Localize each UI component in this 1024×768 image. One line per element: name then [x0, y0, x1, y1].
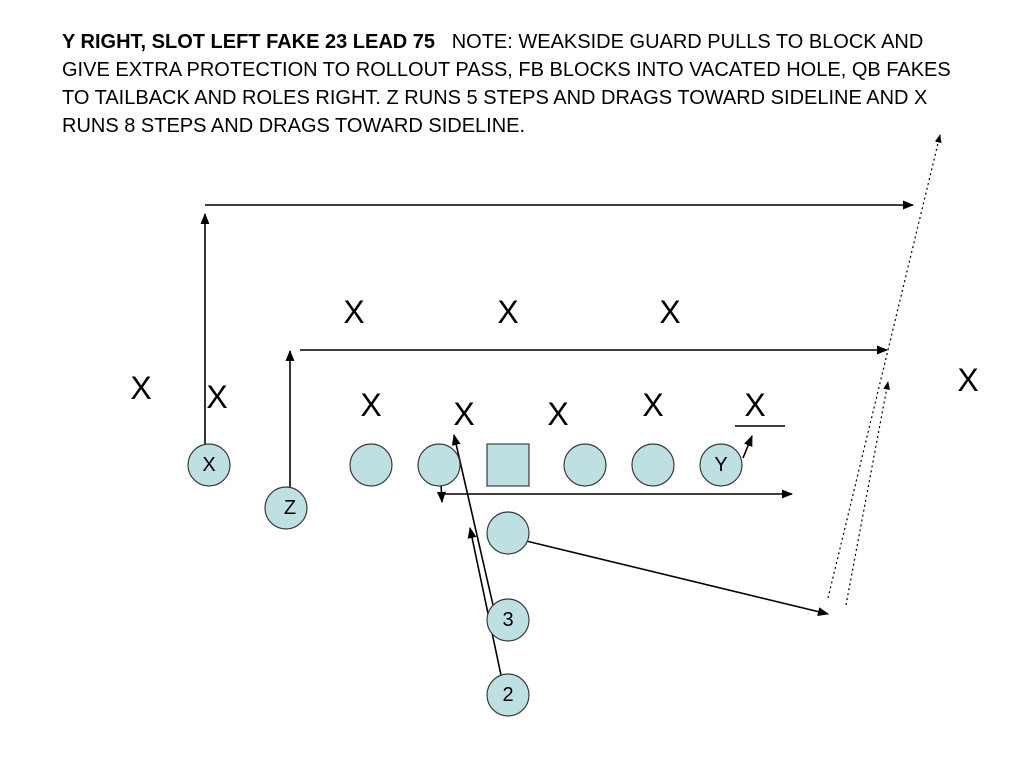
- left-tackle: [349, 443, 393, 487]
- fullback: [486, 598, 530, 642]
- right-guard: [563, 443, 607, 487]
- play-note: NOTE: WEAKSIDE GUARD PULLS TO BLOCK AND …: [62, 31, 951, 137]
- y-block-route: [742, 434, 753, 459]
- tailback-label: 2: [502, 684, 513, 706]
- x-receiver-label: X: [202, 454, 215, 476]
- y-end-label: Y: [714, 454, 727, 476]
- z-receiver-label: Z: [284, 497, 296, 519]
- center: [486, 443, 530, 487]
- defender-mark: X: [206, 379, 227, 415]
- x-receiver: [187, 443, 231, 487]
- tailback: [486, 673, 530, 717]
- left-guard: [417, 443, 461, 487]
- routes: [200, 134, 942, 681]
- qb-rollout-route: [521, 539, 830, 616]
- defender-mark: X: [957, 362, 978, 398]
- fullback-label: 3: [502, 609, 513, 631]
- defense: X X X X X X X X X X X: [130, 294, 978, 432]
- pass-option-z: [845, 381, 890, 606]
- defender-mark: X: [659, 294, 680, 330]
- pass-option-x: [827, 134, 942, 599]
- tailback-fake-route: [467, 526, 503, 681]
- quarterback: [486, 511, 530, 555]
- defender-mark: X: [360, 387, 381, 423]
- defender-mark: X: [547, 396, 568, 432]
- defender-mark: X: [130, 370, 151, 406]
- z-receiver: [264, 486, 308, 530]
- right-tackle: [631, 443, 675, 487]
- defender-mark: X: [343, 294, 364, 330]
- defender-mark: X: [497, 294, 518, 330]
- defender-mark: X: [453, 396, 474, 432]
- defender-mark: X: [642, 387, 663, 423]
- y-end: [699, 443, 743, 487]
- defender-mark: X: [744, 387, 765, 423]
- play-title: Y RIGHT, SLOT LEFT FAKE 23 LEAD 75: [62, 31, 436, 53]
- play-caption: Y RIGHT, SLOT LEFT FAKE 23 LEAD 75 NOTE:…: [62, 28, 962, 140]
- offense: X Z Y 3 2: [187, 443, 743, 717]
